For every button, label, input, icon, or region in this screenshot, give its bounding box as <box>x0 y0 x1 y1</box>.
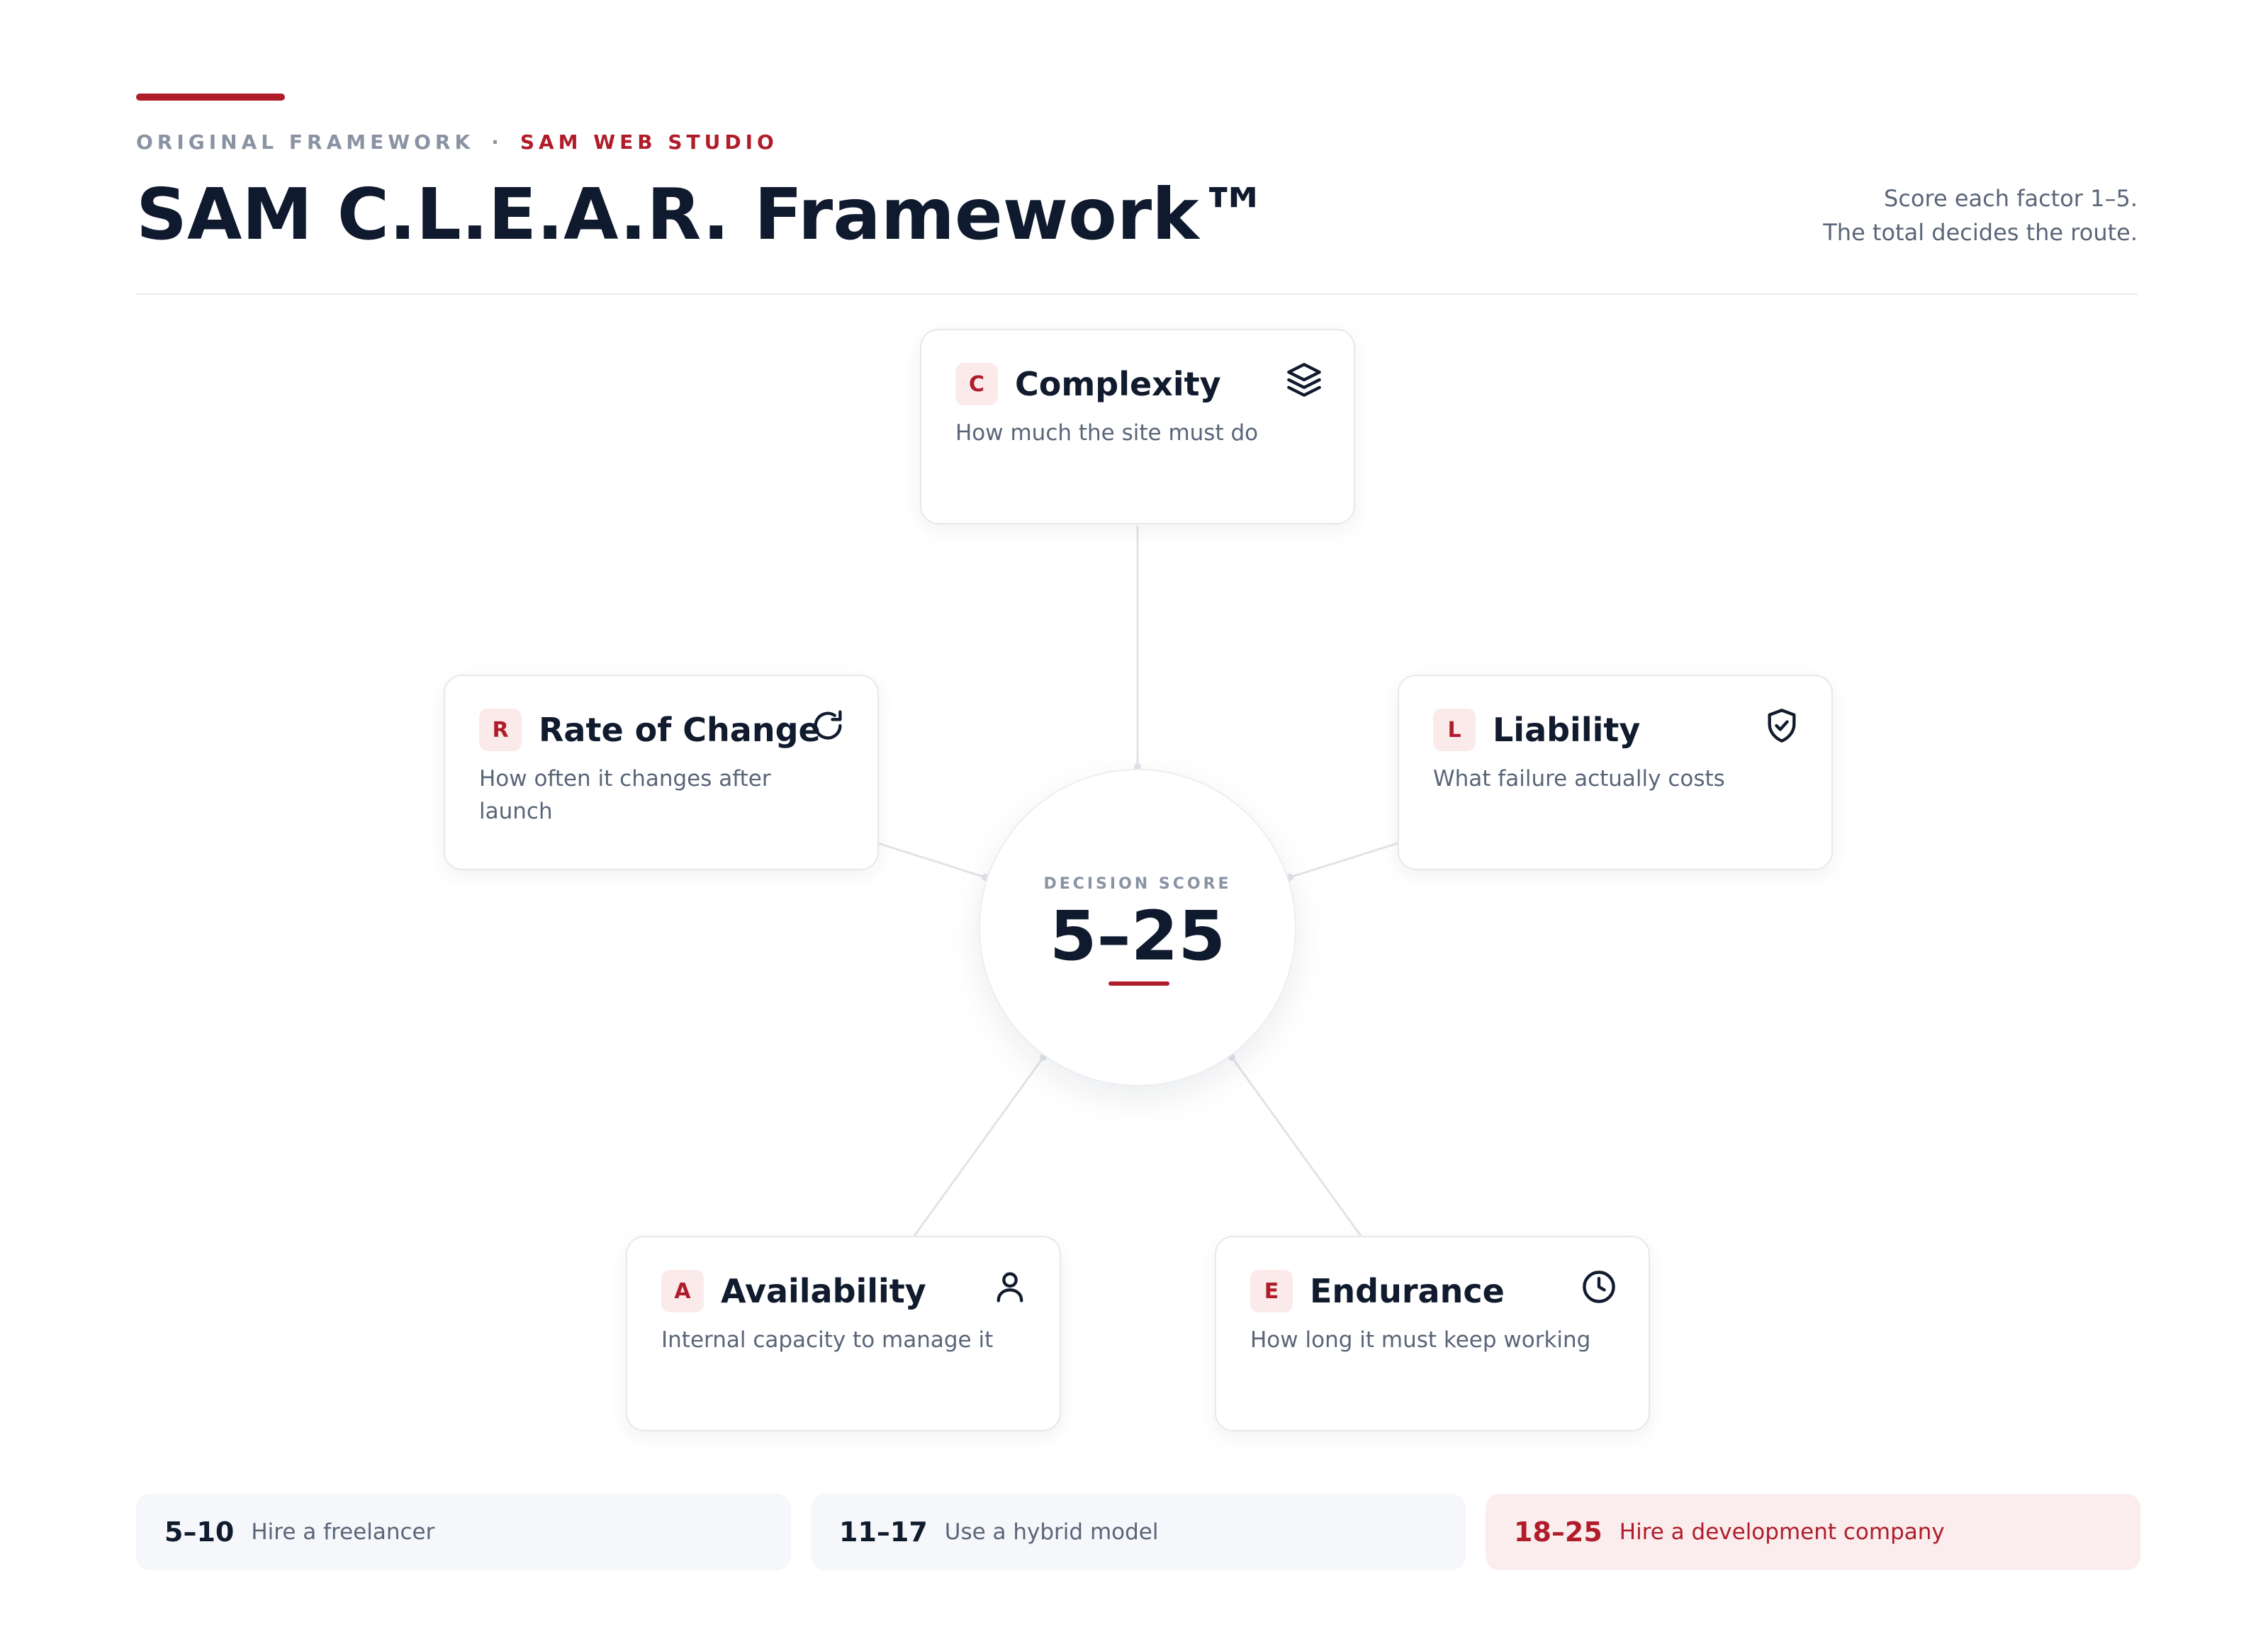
factor-description: How much the site must do <box>955 420 1259 446</box>
outcome-freelancer: 5–10 Hire a freelancer <box>136 1494 791 1570</box>
factor-card-rate-of-change: R Rate of Change How often it changes af… <box>444 675 879 870</box>
outcome-range: 18–25 <box>1514 1516 1602 1548</box>
factor-title: Liability <box>1493 711 1641 749</box>
connector-dot-complexity <box>1134 763 1141 770</box>
factor-letter-badge: L <box>1433 709 1476 751</box>
intro-text: Score each factor 1–5. The total decides… <box>1823 181 2138 249</box>
connector-endurance <box>1230 1057 1362 1237</box>
factor-letter-badge: C <box>955 363 998 405</box>
factor-card-liability: L Liability What failure actually costs <box>1398 675 1833 870</box>
shield-check-icon <box>1768 709 1796 743</box>
outcome-range: 11–17 <box>839 1516 928 1548</box>
outcome-route: Hire a development company <box>1619 1519 1945 1545</box>
factor-description: How often it changes after launch <box>479 766 771 824</box>
factor-description: What failure actually costs <box>1433 766 1725 792</box>
factor-title: Availability <box>721 1272 926 1310</box>
factor-description: How long it must keep working <box>1250 1327 1591 1353</box>
connector-rate-of-change <box>877 842 986 879</box>
decision-score-value: 5–25 <box>1049 896 1226 976</box>
decision-score-hub: DECISION SCORE 5–25 <box>979 769 1296 1086</box>
factor-title: Endurance <box>1310 1272 1505 1310</box>
decision-score-underline <box>1108 981 1169 986</box>
page-title: SAM C.L.E.A.R. Framework™ <box>136 173 1270 256</box>
factor-card-endurance: E Endurance How long it must keep workin… <box>1215 1236 1650 1431</box>
outcome-hybrid: 11–17 Use a hybrid model <box>811 1494 1466 1570</box>
refresh-icon <box>814 710 842 740</box>
outcome-range: 5–10 <box>164 1516 235 1548</box>
outcome-development-company: 18–25 Hire a development company <box>1486 1494 2140 1570</box>
factor-letter-badge: R <box>479 709 522 751</box>
eyebrow: ORIGINAL FRAMEWORK · SAM WEB STUDIO <box>136 130 778 154</box>
header-divider <box>136 293 2138 295</box>
intro-line-1: Score each factor 1–5. <box>1884 185 2138 212</box>
factor-card-availability: A Availability Internal capacity to mana… <box>626 1236 1061 1431</box>
decision-score-label: DECISION SCORE <box>1043 875 1232 893</box>
factor-description: Internal capacity to manage it <box>661 1327 994 1353</box>
outcome-route: Hire a freelancer <box>251 1519 435 1545</box>
header-accent-bar <box>136 94 285 101</box>
eyebrow-brand: SAM WEB STUDIO <box>520 130 778 154</box>
connector-availability <box>913 1057 1045 1237</box>
factor-card-complexity: C Complexity How much the site must do <box>920 329 1355 524</box>
clock-icon <box>1583 1271 1615 1303</box>
layers-icon <box>1287 363 1321 397</box>
connector-liability <box>1289 842 1398 879</box>
factor-title: Complexity <box>1015 365 1221 403</box>
factor-letter-badge: A <box>661 1270 704 1312</box>
factor-title: Rate of Change <box>539 711 821 749</box>
eyebrow-separator: · <box>491 130 503 154</box>
person-icon <box>997 1272 1023 1302</box>
intro-line-2: The total decides the route. <box>1823 219 2138 246</box>
factor-letter-badge: E <box>1250 1270 1293 1312</box>
outcome-route: Use a hybrid model <box>944 1519 1159 1545</box>
eyebrow-label: ORIGINAL FRAMEWORK <box>136 130 475 154</box>
